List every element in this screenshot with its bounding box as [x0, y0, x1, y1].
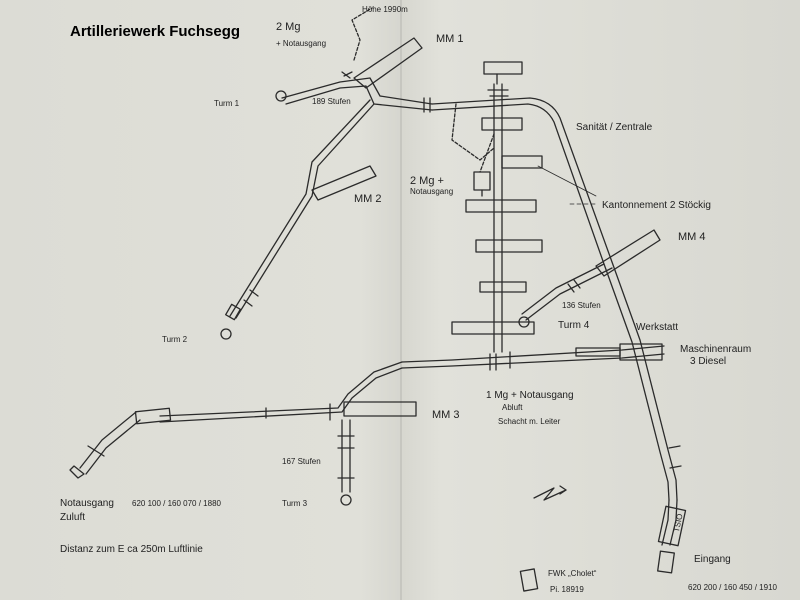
label-distanz: Distanz zum E ca 250m Luftlinie — [60, 544, 203, 555]
label-mm3: MM 3 — [432, 409, 460, 421]
turm2-shaft — [220, 328, 232, 340]
fwk-box — [519, 568, 539, 592]
mg2-top-escape — [351, 7, 373, 61]
gallery-turm3 — [341, 419, 351, 493]
label-mg2-top-a: 2 Mg — [276, 21, 300, 33]
mm1-block — [353, 37, 423, 89]
paper-fold — [400, 0, 402, 600]
label-turm3: Turm 3 — [282, 499, 308, 508]
label-werkstatt: Werkstatt — [636, 322, 678, 333]
room-5 — [479, 281, 527, 293]
label-maschinenraum-a: Maschinenraum — [680, 344, 751, 355]
map-title: Artilleriewerk Fuchsegg — [70, 23, 240, 40]
label-sanitaet: Sanität / Zentrale — [576, 122, 653, 133]
label-mg2-mid-b: Notausgang — [410, 187, 453, 196]
gallery-turm1 — [281, 77, 433, 111]
room-1 — [481, 117, 523, 131]
label-tsio: TSIO — [672, 513, 685, 533]
label-kantonnement: Kantonnement 2 Stöckig — [602, 200, 711, 211]
label-stufen167: 167 Stufen — [282, 457, 321, 466]
label-fwk-b: Pi. 18919 — [550, 585, 584, 594]
gallery-notausgang — [79, 411, 141, 475]
room-6 — [451, 321, 535, 335]
label-turm1: Turm 1 — [214, 99, 240, 108]
gallery-turm4 — [521, 263, 613, 321]
room-2 — [501, 155, 543, 169]
mm3-block — [343, 401, 417, 417]
werkstatt-block — [575, 347, 621, 357]
label-turm2: Turm 2 — [162, 335, 188, 344]
label-mm1: MM 1 — [436, 33, 464, 45]
mm4-block — [595, 229, 661, 277]
eingang-portal — [657, 550, 675, 574]
gallery-turm2 — [229, 99, 375, 319]
tsio-block — [657, 505, 687, 547]
label-fwk-a: FWK „Cholet“ — [548, 569, 597, 578]
gallery-werkstatt — [401, 345, 665, 369]
main-gallery-inner — [431, 103, 670, 501]
label-notausgang-b: Zuluft — [60, 512, 85, 523]
turm1-shaft — [275, 90, 287, 102]
gallery-mm3 — [159, 361, 403, 423]
label-mg2-mid-a: 2 Mg + — [410, 175, 444, 187]
central-spine — [493, 83, 503, 353]
label-notausgang-a: Notausgang — [60, 498, 114, 509]
turm4-shaft — [518, 316, 530, 328]
sanitaet-room — [483, 61, 523, 75]
label-mg1-a: 1 Mg + Notausgang — [486, 390, 574, 401]
label-eingang-coords: 620 200 / 160 450 / 1910 — [688, 583, 778, 592]
turm3-shaft — [340, 494, 352, 506]
room-4 — [475, 239, 543, 253]
label-stufen189: 189 Stufen — [312, 97, 351, 106]
label-mg1-b: Abluft — [502, 403, 523, 412]
label-notausgang-coords: 620 100 / 160 070 / 1880 — [132, 499, 222, 508]
mg2-mid-escape — [451, 103, 495, 173]
label-mm2: MM 2 — [354, 193, 382, 205]
label-turm4: Turm 4 — [558, 320, 590, 331]
label-mg2-top-b: + Notausgang — [276, 39, 326, 48]
mm2-block — [311, 165, 377, 201]
label-eingang: Eingang — [694, 554, 731, 565]
main-gallery — [431, 97, 678, 501]
label-hoehe: Höhe 1990m — [362, 5, 408, 14]
room-3 — [465, 199, 537, 213]
north-arrow — [533, 487, 567, 501]
label-mg1-c: Schacht m. Leiter — [498, 417, 561, 426]
label-mm4: MM 4 — [678, 231, 706, 243]
label-stufen136: 136 Stufen — [562, 301, 601, 310]
label-maschinenraum-b: 3 Diesel — [690, 356, 726, 367]
